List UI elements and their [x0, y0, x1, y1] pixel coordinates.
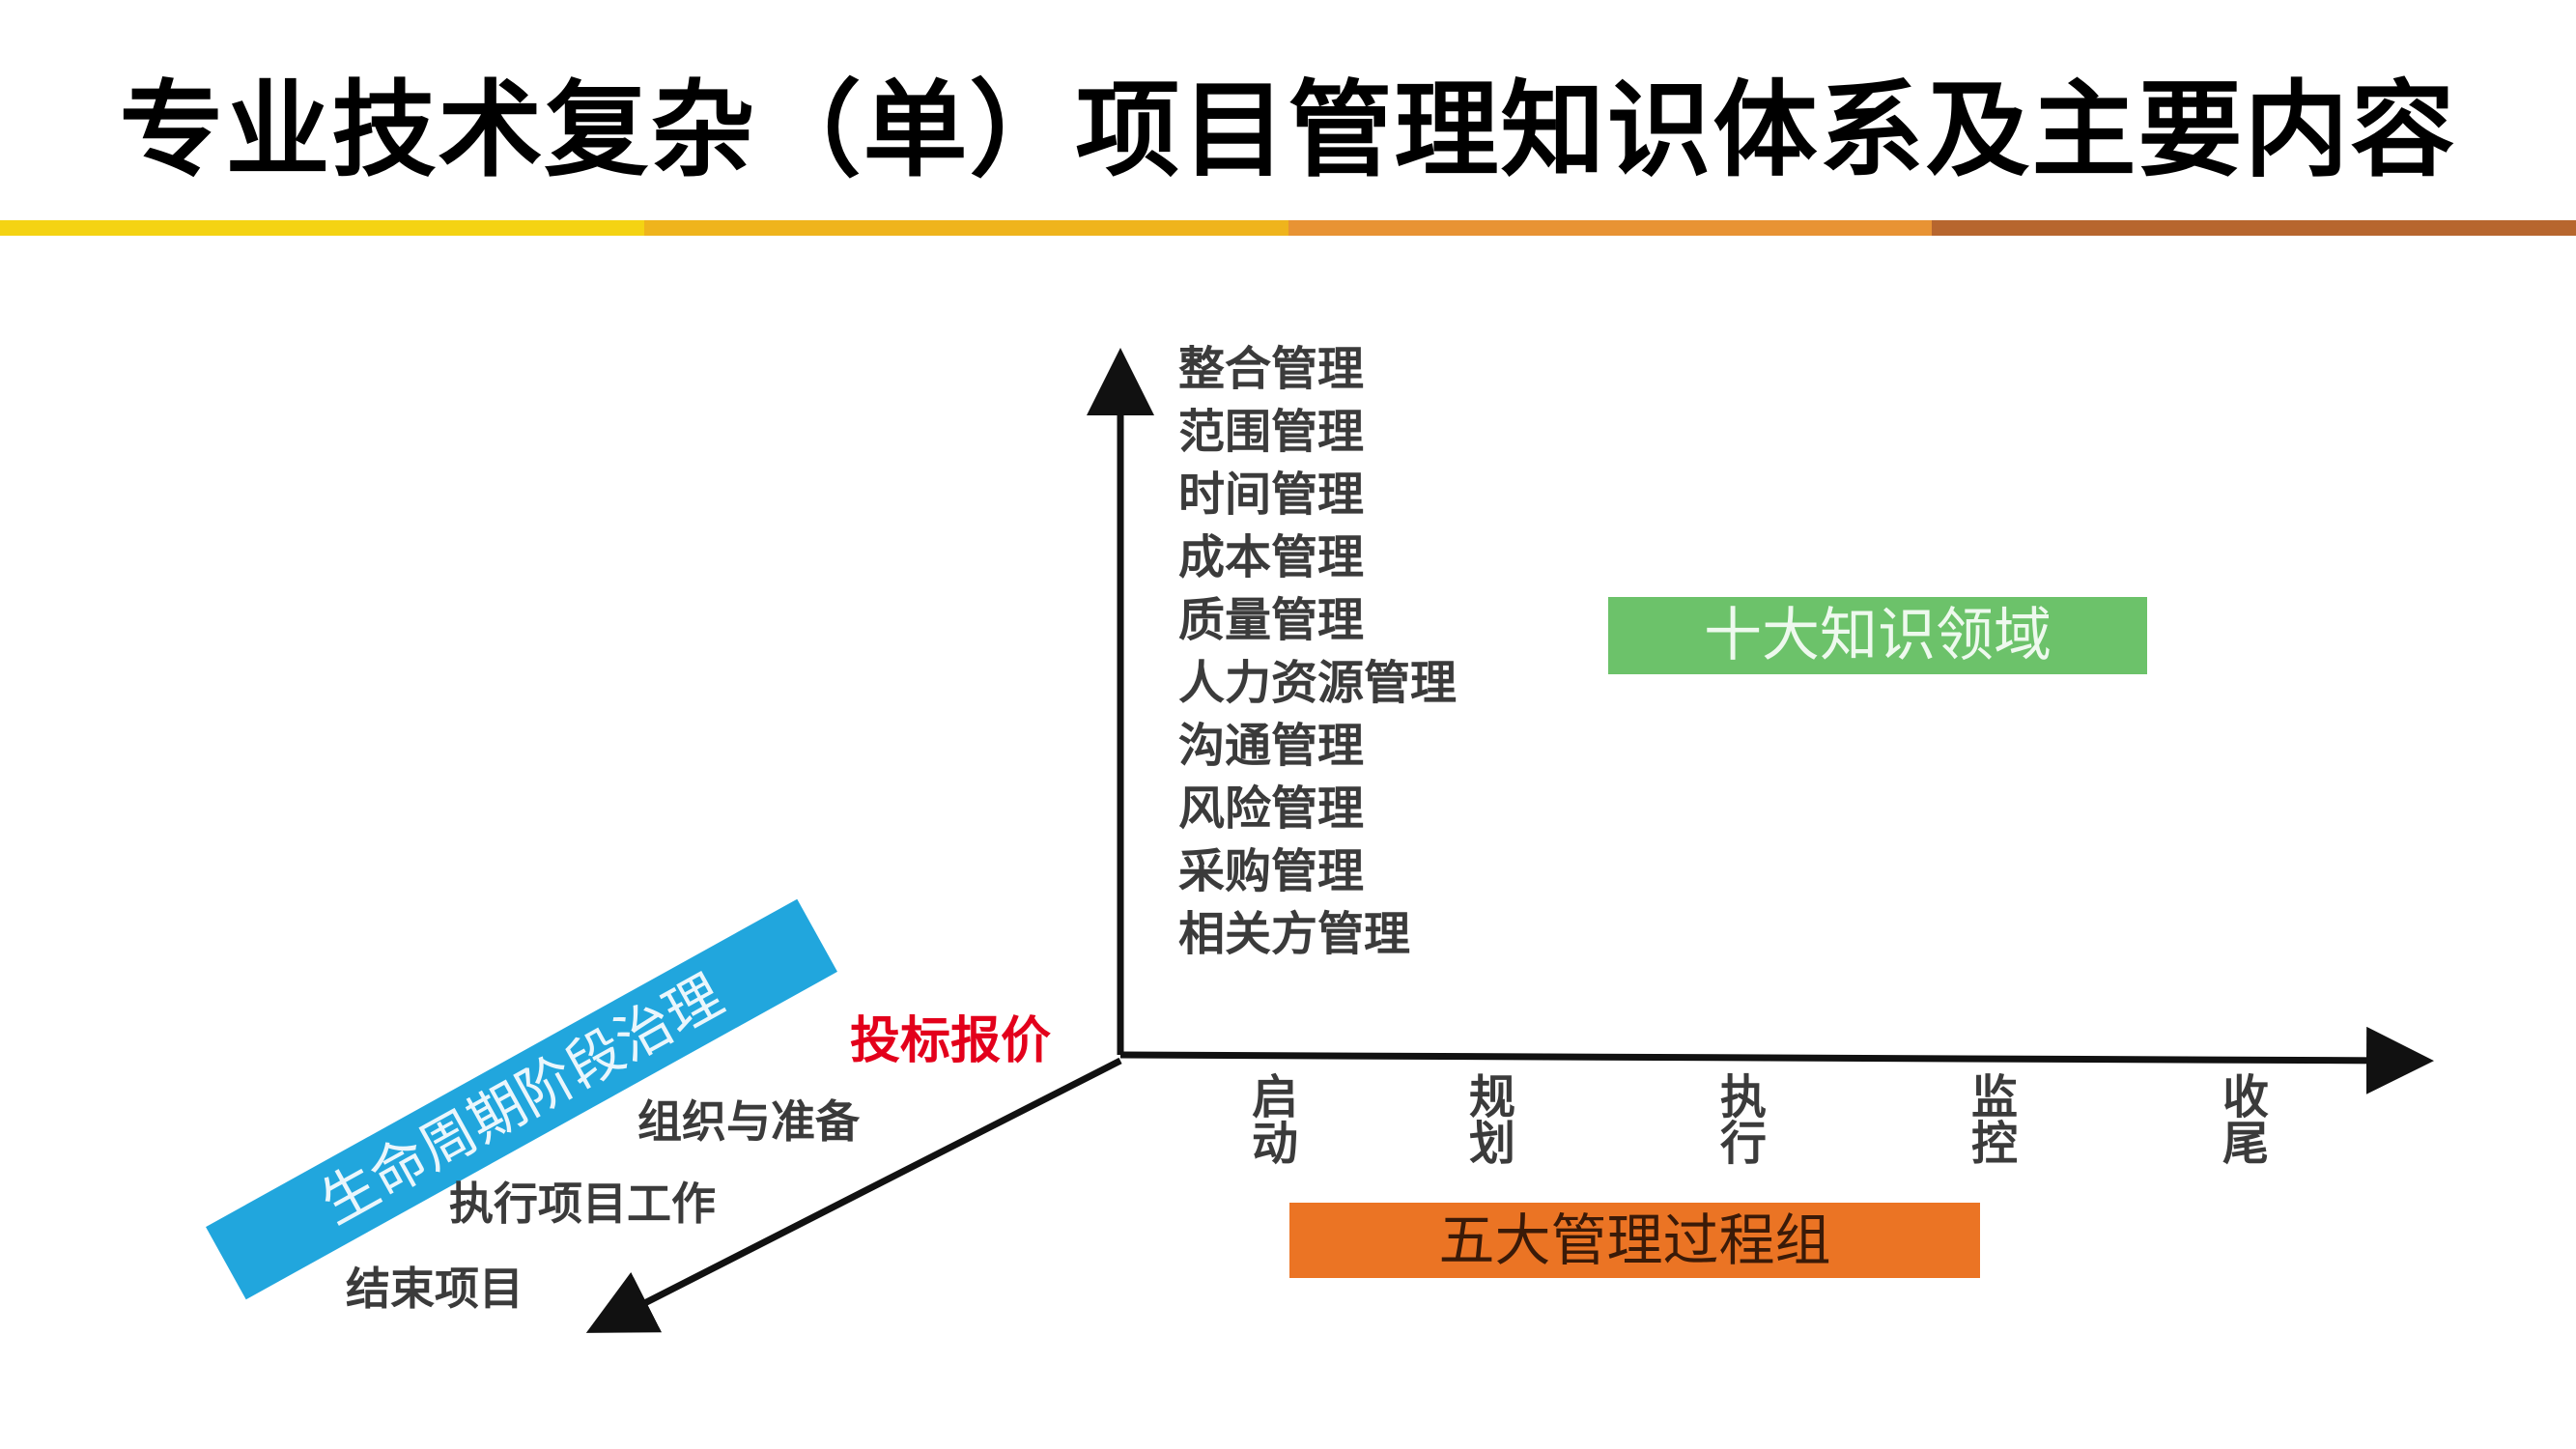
- knowledge-area-list: 整合管理 范围管理 时间管理 成本管理 质量管理 人力资源管理 沟通管理 风险管…: [1178, 338, 1457, 966]
- lifecycle-item: 结束项目: [346, 1263, 524, 1315]
- knowledge-area-item: 整合管理: [1178, 342, 1365, 396]
- process-group-item: 执行: [1719, 1070, 1767, 1171]
- bar-segment-yellow: [0, 220, 644, 236]
- process-group-item: 规划: [1468, 1070, 1515, 1171]
- knowledge-area-item: 人力资源管理: [1178, 656, 1458, 710]
- diagonal-axis: [585, 1057, 1122, 1333]
- horizontal-axis: [1119, 1026, 2434, 1094]
- knowledge-area-item: 成本管理: [1178, 530, 1365, 584]
- knowledge-area-item: 沟通管理: [1178, 719, 1365, 773]
- process-groups-label-box: 五大管理过程组: [1289, 1203, 1980, 1278]
- knowledge-area-item: 相关方管理: [1178, 907, 1411, 961]
- process-group-item: 监控: [1970, 1070, 2018, 1171]
- bar-segment-amber: [643, 220, 1288, 236]
- knowledge-area-item: 采购管理: [1178, 844, 1365, 898]
- knowledge-area-item: 风险管理: [1178, 781, 1365, 836]
- knowledge-area-item: 质量管理: [1178, 593, 1365, 647]
- process-group-item: 启动: [1251, 1070, 1298, 1171]
- process-group-item: 收尾: [2222, 1070, 2269, 1171]
- bar-segment-orange: [1288, 220, 1933, 236]
- lifecycle-item: 执行项目工作: [449, 1178, 716, 1230]
- knowledge-area-item: 时间管理: [1178, 468, 1365, 522]
- page-title: 专业技术复杂（单）项目管理知识体系及主要内容: [119, 71, 2457, 191]
- knowledge-areas-label-box: 十大知识领域: [1608, 597, 2147, 674]
- bid-quote-label: 投标报价: [850, 1012, 1052, 1070]
- lifecycle-item: 组织与准备: [637, 1095, 860, 1148]
- knowledge-area-item: 范围管理: [1178, 405, 1365, 459]
- title-underline-bar: [0, 220, 2576, 236]
- bar-segment-brown: [1932, 220, 2576, 236]
